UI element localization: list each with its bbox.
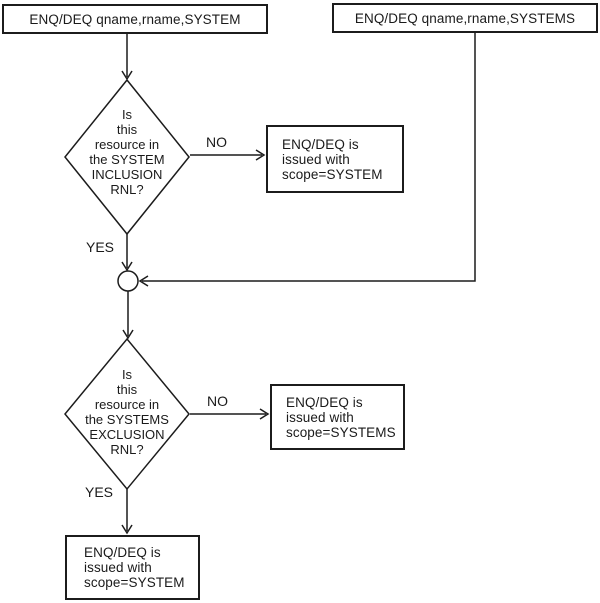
arrowhead-left-circle-icon: [138, 275, 149, 287]
decision1-inclusion-rnl-text: Is this resource in the SYSTEM INCLUSION…: [89, 107, 165, 197]
decision2-yes-label: YES: [85, 484, 114, 500]
arrowhead-down-decision2-icon: [122, 329, 134, 340]
decision1-yes-label: YES: [86, 239, 115, 255]
result-box-scope-system-top: ENQ/DEQ is issued with scope=SYSTEM: [266, 125, 404, 193]
decision1-no-label: NO: [206, 134, 227, 150]
result-box-scope-system-bottom: ENQ/DEQ is issued with scope=SYSTEM: [65, 535, 200, 600]
arrowhead-right-result-top-icon: [255, 149, 266, 161]
edge-startright-to-circle: [142, 33, 476, 282]
arrowhead-right-result-mid-icon: [259, 408, 270, 420]
arrowhead-down-circle-icon: [121, 261, 133, 272]
decision2-exclusion-rnl-text: Is this resource in the SYSTEMS EXCLUSIO…: [85, 367, 169, 457]
start-box-enqdeq-systems: ENQ/DEQ qname,rname,SYSTEMS: [332, 3, 598, 33]
arrowhead-down-result-bottom-icon: [121, 524, 133, 535]
start-box-enqdeq-system: ENQ/DEQ qname,rname,SYSTEM: [2, 4, 268, 34]
junction-circle: [117, 270, 139, 292]
decision2-no-label: NO: [207, 393, 228, 409]
result-box-scope-systems: ENQ/DEQ is issued with scope=SYSTEMS: [270, 384, 405, 450]
